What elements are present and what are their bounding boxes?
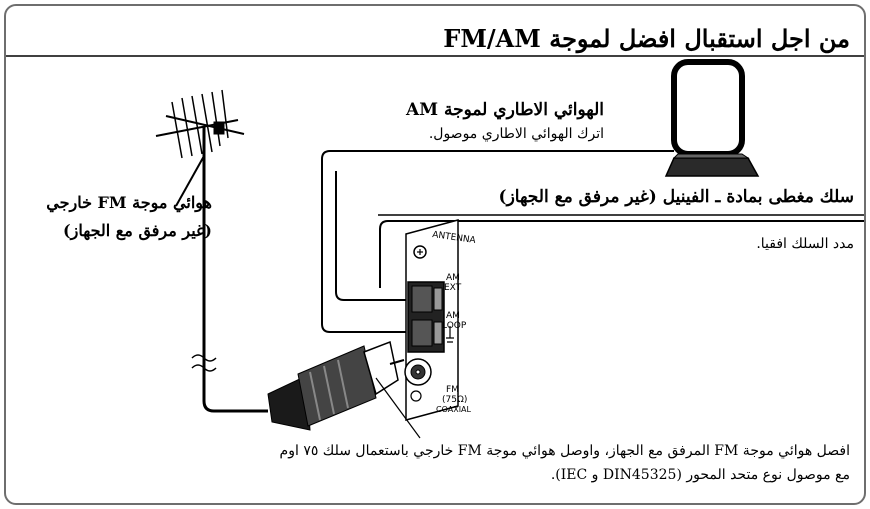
fm-cable (202, 346, 268, 413)
panel-am-loop-label-2: LOOP (442, 321, 467, 331)
bottom-note-line2: مع موصول نوع متحد المحور (DIN45325 و IEC… (550, 467, 850, 483)
am-loop-note: اترك الهوائي الاطاري موصول. (428, 126, 604, 142)
panel-fm-label-3: COAXIAL (436, 405, 471, 414)
fm-external-note: (غير مرفق مع الجهاز) (63, 221, 212, 240)
am-loop-wire (321, 150, 674, 333)
am-loop-title: الهوائي الاطاري لموجة AM (406, 100, 604, 120)
fm-outdoor-antenna (155, 89, 245, 346)
panel-fm-label-2: (75Ω) (442, 395, 468, 405)
page-title: من اجل استقبال افضل لموجة FM/AM (443, 24, 850, 53)
panel-am-ext-label-1: AM (446, 273, 460, 283)
cable-break-mark (191, 354, 217, 372)
bottom-note-line1: افصل هوائي موجة FM المرفق مع الجهاز، واو… (279, 443, 850, 459)
vinyl-wire (379, 220, 864, 288)
coaxial-plug (267, 340, 405, 431)
am-ext-wire (335, 171, 414, 301)
panel-am-ext-label-2: EXT (444, 283, 462, 293)
terminal-panel (404, 219, 459, 421)
am-loop-antenna (664, 59, 760, 177)
connection-diagram (6, 55, 864, 439)
diagram-frame: من اجل استقبال افضل لموجة FM/AM الهوائي … (4, 4, 866, 505)
callout-line (375, 377, 421, 439)
fm-external-title: هوائي موجة FM خارجي (46, 193, 212, 212)
panel-fm-label-1: FM (446, 385, 459, 395)
vinyl-wire-label: سلك مغطى بمادة ـ الفينيل (غير مرفق مع ال… (498, 187, 854, 207)
panel-am-loop-label-1: AM (446, 311, 460, 321)
vinyl-wire-note: مدد السلك افقيا. (756, 236, 854, 252)
